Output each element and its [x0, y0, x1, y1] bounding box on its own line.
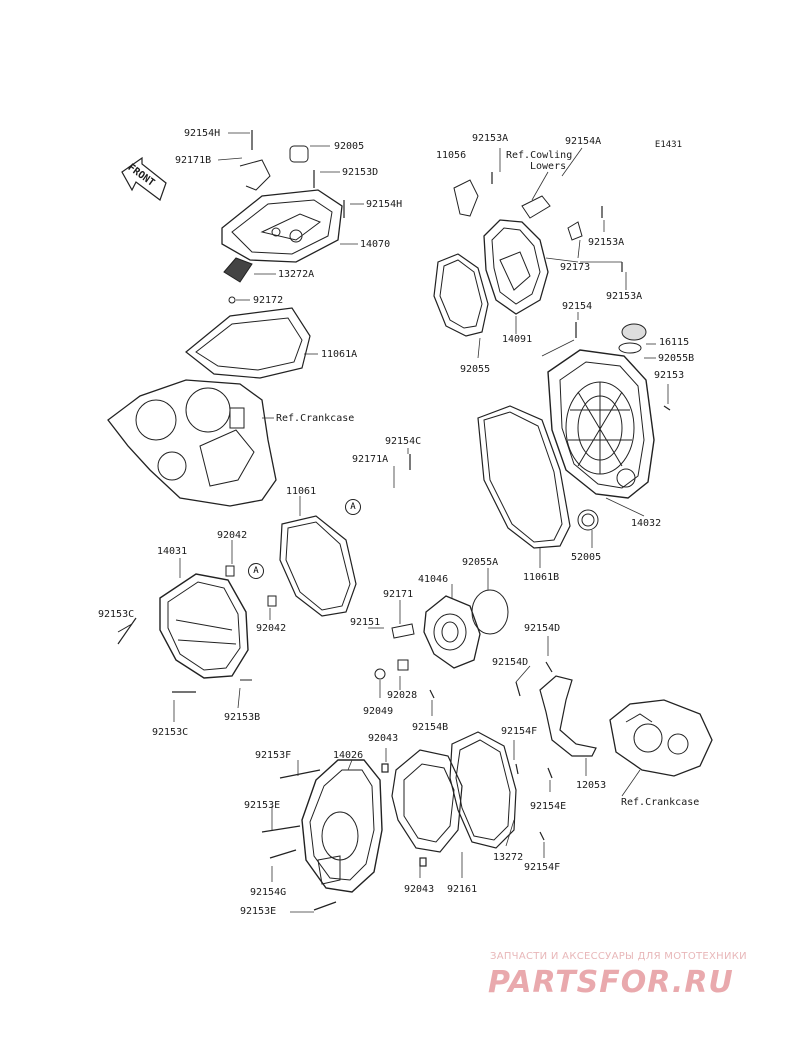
part-label: 92055A	[462, 557, 499, 568]
part-label: 11056	[436, 150, 467, 161]
watermark-logo: PARTSFOR.RU	[488, 965, 734, 1000]
part-label: 92154	[562, 301, 593, 312]
part-label: 92153F	[255, 750, 292, 761]
gasket-11061a-drawing	[185, 307, 311, 379]
part-label: 92055	[460, 364, 491, 375]
part-label: 92153B	[224, 712, 261, 723]
part-label: 14070	[360, 239, 391, 250]
cover-92161-drawing	[391, 749, 463, 853]
cover-14026-drawing	[301, 759, 383, 893]
part-label: 92153D	[342, 167, 379, 178]
gasket-92055-drawing	[433, 253, 489, 337]
part-label: 92055B	[658, 353, 695, 364]
part-label: 92153A	[472, 133, 509, 144]
ref-cowling-line1: Ref.Cowling	[506, 150, 573, 161]
part-label: 92154E	[530, 801, 567, 812]
cover-14070-drawing	[221, 145, 343, 263]
part-label: 92028	[387, 690, 418, 701]
gasket-11061b-drawing	[477, 405, 571, 549]
part-label: 92153	[654, 370, 685, 381]
bracket-12053-drawing	[539, 675, 597, 757]
part-label: 16115	[659, 337, 690, 348]
gasket-13272-drawing	[449, 731, 517, 849]
watermark-tagline: ЗАПЧАСТИ И АКСЕССУАРЫ ДЛЯ МОТОТЕХНИКИ	[490, 951, 747, 962]
part-label: 14091	[502, 334, 533, 345]
crankcase-left-drawing	[107, 379, 277, 507]
crankcase-right-drawing	[609, 699, 713, 777]
part-label: 92153E	[240, 906, 277, 917]
part-label: 92153A	[606, 291, 643, 302]
part-label: 92154C	[385, 436, 422, 447]
part-label: 92154F	[524, 862, 561, 873]
part-label: 13272	[493, 852, 524, 863]
part-label: 92173	[560, 262, 591, 273]
part-label: 92042	[256, 623, 287, 634]
part-label: 92154G	[250, 887, 287, 898]
part-label: 92153C	[98, 609, 135, 620]
part-label: 92154H	[366, 199, 403, 210]
front-arrow-icon	[121, 156, 167, 201]
part-label: 92172	[253, 295, 284, 306]
part-label: 92154B	[412, 722, 449, 733]
part-label: 92154D	[524, 623, 561, 634]
part-label: 92171B	[175, 155, 212, 166]
ref-cowling-line2: Lowers	[530, 161, 567, 172]
gasket-11061-drawing	[279, 515, 357, 617]
ref-crankcase-left: Ref.Crankcase	[276, 413, 355, 424]
part-label: 41046	[418, 574, 449, 585]
part-label: 92042	[217, 530, 248, 541]
part-label: 92154D	[492, 657, 529, 668]
part-label: 14031	[157, 546, 188, 557]
cover-14031-drawing	[117, 565, 277, 681]
part-label: 92049	[363, 706, 394, 717]
part-label: 12053	[576, 780, 607, 791]
part-label: 13272A	[278, 269, 315, 280]
part-label: 92153A	[588, 237, 625, 248]
cover-41046-drawing	[374, 589, 509, 680]
part-label: 92151	[350, 617, 381, 628]
part-label: 11061B	[523, 572, 560, 583]
part-label: 11061	[286, 486, 317, 497]
part-label: 92161	[447, 884, 478, 895]
cover-14032-drawing	[547, 323, 655, 531]
leader-lines	[173, 132, 669, 913]
part-label: 52005	[571, 552, 602, 563]
part-label: 92153C	[152, 727, 189, 738]
bolt-icons	[117, 130, 671, 911]
part-label: 11061A	[321, 349, 358, 360]
part-label: 92043	[368, 733, 399, 744]
ref-crankcase-right: Ref.Crankcase	[621, 797, 700, 808]
part-label: 92154F	[501, 726, 538, 737]
part-label: 92171A	[352, 454, 389, 465]
marker-a-lower: A	[248, 563, 264, 579]
part-label: 92043	[404, 884, 435, 895]
part-label: 92154H	[184, 128, 221, 139]
part-label: 14026	[333, 750, 364, 761]
diagram-code: E1431	[654, 140, 682, 150]
part-label: 92154A	[565, 136, 602, 147]
cover-14091-drawing	[453, 179, 583, 315]
part-label: 14032	[631, 518, 662, 529]
filter-13272a-drawing	[223, 257, 253, 304]
part-label: 92171	[383, 589, 414, 600]
part-label: 92005	[334, 141, 365, 152]
marker-a-upper: A	[345, 499, 361, 515]
part-label: 92153E	[244, 800, 281, 811]
